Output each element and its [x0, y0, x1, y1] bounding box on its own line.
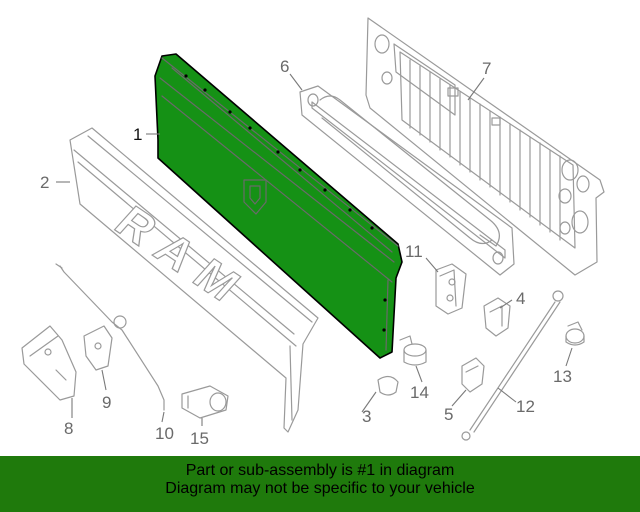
part-12-support-cable[interactable] [461, 290, 564, 441]
notice-line-1: Part or sub-assembly is #1 in diagram [185, 462, 455, 479]
callout-8: 8 [64, 419, 73, 438]
part-13-fastener[interactable] [565, 321, 585, 346]
part-5-bracket[interactable] [461, 357, 485, 393]
exploded-parts-diagram: RAM [21, 17, 605, 448]
part-10-release-rod[interactable] [55, 263, 165, 411]
part-15-lock-cylinder[interactable] [181, 385, 229, 419]
part-14-bushing[interactable] [399, 335, 427, 366]
callout-10: 10 [155, 424, 174, 443]
part-7-inner-panel[interactable] [365, 17, 605, 276]
part-3-pivot-cup[interactable] [377, 375, 399, 396]
callout-3: 3 [362, 407, 371, 426]
part-9-handle-bracket[interactable] [83, 315, 127, 371]
callout-6: 6 [280, 57, 289, 76]
part-1-shape [154, 53, 403, 359]
part-4-bumper[interactable] [483, 297, 511, 337]
callout-12: 12 [516, 397, 535, 416]
callout-4: 4 [516, 289, 525, 308]
part-8-latch[interactable] [21, 325, 77, 401]
diagram-notice-banner: Part or sub-assembly is #1 in diagram Di… [0, 456, 640, 512]
callout-15: 15 [190, 429, 209, 448]
callout-leaders [56, 73, 573, 426]
part-6-inner-trim[interactable] [299, 85, 515, 276]
part-11-hinge[interactable] [435, 263, 467, 315]
callout-2: 2 [40, 173, 49, 192]
callout-numbers: 1 2 3 4 5 6 7 8 9 10 11 12 13 14 15 [40, 57, 572, 448]
callout-9: 9 [102, 393, 111, 412]
callout-1: 1 [133, 125, 142, 144]
callout-7: 7 [482, 59, 491, 78]
callout-5: 5 [444, 405, 453, 424]
notice-line-2: Diagram may not be specific to your vehi… [165, 480, 475, 497]
callout-14: 14 [410, 383, 429, 402]
part-1-tailgate-shell[interactable] [154, 53, 403, 359]
callout-13: 13 [553, 367, 572, 386]
callout-11: 11 [405, 242, 423, 261]
